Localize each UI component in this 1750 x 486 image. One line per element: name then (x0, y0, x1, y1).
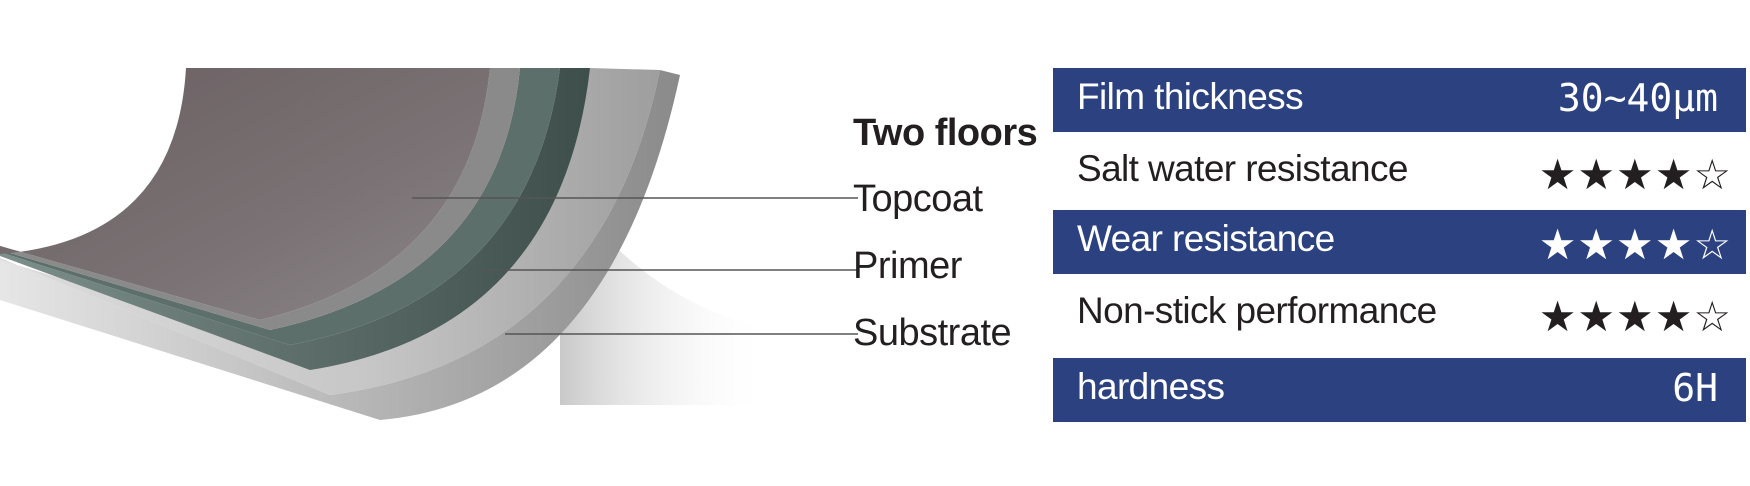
spec-row-salt-water-resistance: Salt water resistance ★★★★☆ (1053, 140, 1746, 204)
coating-layers-illustration (0, 68, 858, 420)
topcoat-layer (0, 68, 490, 320)
star-rating: ★★★★☆ (1538, 150, 1732, 199)
spec-row-non-stick-performance: Non-stick performance ★★★★☆ (1053, 282, 1746, 346)
spec-name: Wear resistance (1077, 218, 1335, 259)
substrate-layer (0, 70, 680, 420)
primer-layer (0, 68, 590, 370)
spec-row-film-thickness: Film thickness 30~40μm (1053, 68, 1746, 132)
spec-value: 30~40μm (1557, 76, 1718, 120)
primer-label: Primer (853, 245, 962, 287)
spec-row-hardness: hardness 6H (1053, 358, 1746, 422)
spec-name: Film thickness (1077, 76, 1304, 117)
substrate-label: Substrate (853, 312, 1012, 354)
spec-name: hardness (1077, 366, 1225, 407)
topcoat-label: Topcoat (853, 178, 983, 220)
star-rating: ★★★★☆ (1538, 220, 1732, 269)
spec-value: 6H (1672, 366, 1718, 410)
spec-name: Non-stick performance (1077, 290, 1437, 331)
cast-shadow (440, 180, 770, 405)
star-rating: ★★★★☆ (1538, 292, 1732, 341)
spec-row-wear-resistance: Wear resistance ★★★★☆ (1053, 210, 1746, 274)
primer-edge (0, 68, 560, 345)
topcoat-edge (0, 68, 520, 330)
spec-table: Film thickness 30~40μm Salt water resist… (1053, 68, 1746, 422)
spec-name: Salt water resistance (1077, 148, 1408, 189)
layers-heading: Two floors (853, 112, 1038, 154)
